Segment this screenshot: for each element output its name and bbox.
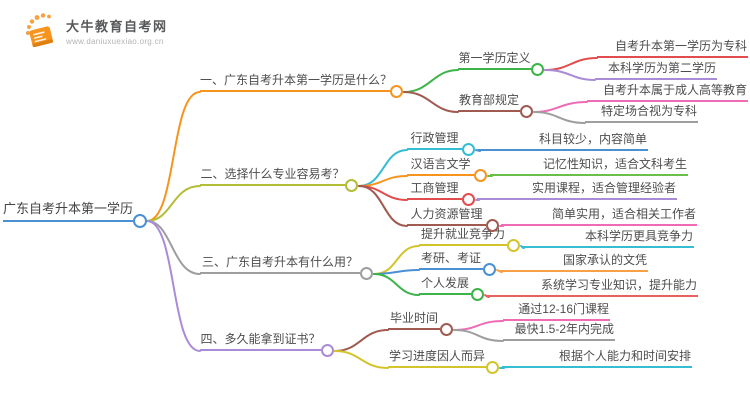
node-connector-dot: [520, 105, 533, 118]
branch-curve: [544, 69, 596, 81]
node-connector-dot: [440, 323, 453, 336]
sub-node: 工商管理: [407, 179, 462, 200]
branch-curve: [453, 320, 504, 331]
node-connector-dot: [345, 179, 358, 192]
leaf-node: 实用课程，适合管理经验者: [477, 179, 677, 200]
branch-curve: [146, 220, 201, 352]
leaf-node: 根据个人能力和时间安排: [502, 347, 692, 368]
node-connector-dot: [360, 267, 373, 280]
node-connector-dot: [507, 239, 520, 252]
sub-node: 第一学历定义: [458, 49, 531, 70]
logo[interactable]: 大牛教育自考网 www.daniuxuexiao.org.cn: [24, 12, 168, 50]
branch-curve: [544, 57, 598, 71]
sub-node: 提升就业竞争力: [419, 225, 507, 246]
node-connector-dot: [486, 219, 499, 232]
leaf-node: 本科学历更具竞争力: [522, 227, 694, 248]
sub-node: 个人发展: [419, 274, 471, 295]
node-connector-dot: [321, 344, 334, 357]
leaf-node: 本科学历为第二学历: [595, 59, 717, 80]
branch-node: 二、选择什么专业容易考？: [200, 165, 345, 186]
leaf-node: 特定场合视为专科: [585, 102, 698, 123]
site-name: 大牛教育自考网: [66, 19, 168, 34]
node-connector-dot: [483, 263, 496, 276]
node-connector-dot: [462, 143, 475, 156]
leaf-node: 系统学习专业知识，提升能力: [487, 276, 698, 297]
branch-curve: [533, 111, 586, 124]
node-connector-dot: [486, 361, 499, 374]
branch-curve: [358, 185, 408, 227]
leaf-node: 国家承认的文凭: [500, 251, 648, 272]
sub-node: 汉语言文学: [407, 155, 474, 176]
root-node: 广东自考升本第一学历: [3, 199, 133, 222]
branch-curve: [373, 269, 420, 275]
leaf-node: 简单实用，适合相关工作者: [501, 205, 697, 226]
sub-node: 考研、考证: [419, 249, 483, 270]
branch-curve: [533, 101, 588, 113]
node-connector-dot: [133, 214, 147, 228]
branch-curve: [334, 350, 389, 369]
branch-node: 三、广东自考升本有什么用？: [200, 253, 360, 274]
branch-node: 四、多久能拿到证书？: [200, 330, 321, 351]
branch-curve: [373, 273, 420, 296]
branch-curve: [403, 91, 459, 113]
sub-node: 毕业时间: [388, 309, 440, 330]
branch-node: 一、广东自考升本第一学历是什么？: [200, 71, 392, 92]
branch-curve: [146, 220, 201, 275]
node-connector-dot: [462, 193, 475, 206]
book-icon: [26, 13, 54, 48]
node-connector-dot: [531, 63, 544, 76]
sub-node: 教育部规定: [458, 91, 520, 112]
leaf-node: 自考升本属于成人高等教育: [587, 81, 748, 102]
node-connector-dot: [474, 169, 487, 182]
leaf-node: 记忆性知识，适合文科考生: [490, 155, 688, 176]
logo-text: 大牛教育自考网 www.daniuxuexiao.org.cn: [66, 16, 168, 46]
node-connector-dot: [390, 85, 403, 98]
branch-curve: [453, 329, 504, 342]
leaf-node: 自考升本第一学历为专科: [597, 37, 748, 58]
sub-node: 人力资源管理: [407, 205, 486, 226]
branch-curve: [146, 185, 201, 222]
leaf-node: 通过12-16门课程: [503, 300, 610, 321]
branch-curve: [403, 69, 459, 93]
sub-node: 行政管理: [407, 129, 462, 150]
branch-curve: [334, 329, 389, 352]
node-connector-dot: [471, 288, 484, 301]
site-url: www.daniuxuexiao.org.cn: [66, 37, 164, 46]
leaf-node: 最快1.5-2年内完成: [503, 320, 615, 341]
leaf-node: 科目较少，内容简单: [478, 130, 648, 151]
sub-node: 学习进度因人而异: [388, 347, 486, 368]
branch-curve: [146, 91, 201, 222]
